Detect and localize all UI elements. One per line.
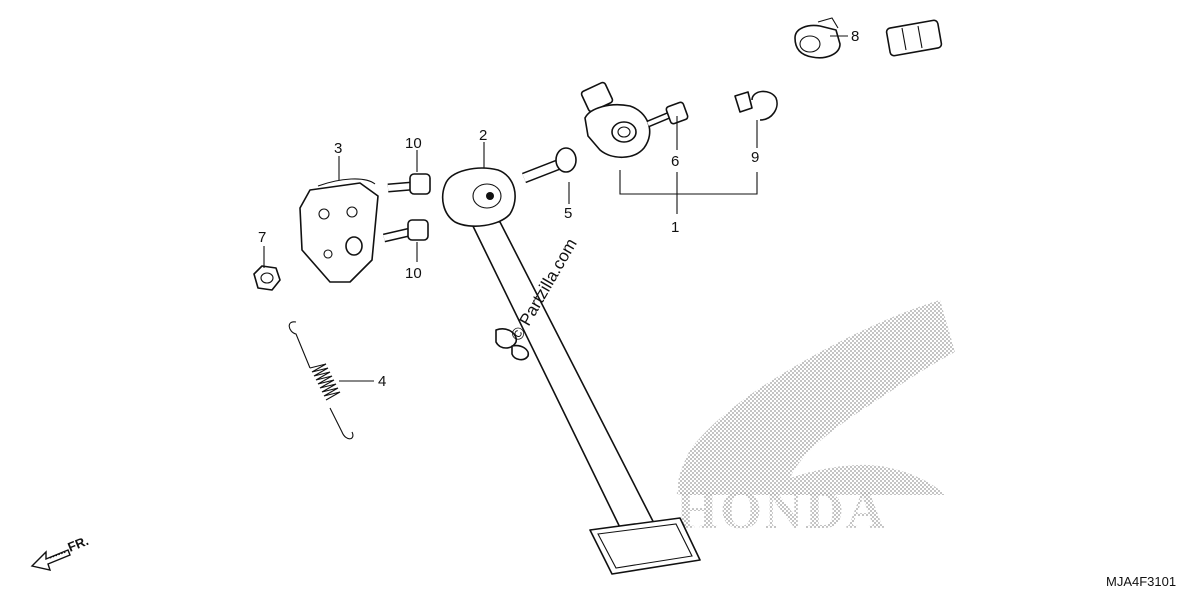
switch-wire-harness xyxy=(537,19,943,98)
honda-brand-text: HONDA xyxy=(676,480,887,540)
callout-5: 5 xyxy=(564,205,572,222)
callout-1: 1 xyxy=(671,219,679,236)
flange-nut xyxy=(253,265,281,291)
callout-7: 7 xyxy=(258,229,266,246)
stand-spring xyxy=(288,321,354,440)
side-stand xyxy=(441,167,701,575)
front-direction-arrow-icon: FR. xyxy=(30,533,91,571)
harness-clamp xyxy=(794,17,841,59)
callout-3: 3 xyxy=(334,140,342,157)
drawing-code: MJA4F3101 xyxy=(1106,574,1176,589)
stand-bracket xyxy=(299,178,379,283)
callout-9: 9 xyxy=(751,149,759,166)
side-stand-switch xyxy=(580,81,651,159)
callout-10-lower: 10 xyxy=(405,265,422,282)
callout-labels: 1 2 3 4 5 6 7 8 9 10 10 xyxy=(258,28,859,390)
pivot-bolt xyxy=(522,147,577,184)
wire-clip xyxy=(734,90,778,121)
callout-6: 6 xyxy=(671,153,679,170)
callout-8: 8 xyxy=(851,28,859,45)
callout-4: 4 xyxy=(378,373,386,390)
callout-10-upper: 10 xyxy=(405,135,422,152)
callout-2: 2 xyxy=(479,127,487,144)
bracket-bolt-lower xyxy=(382,219,429,243)
honda-wing-logo-icon: HONDA xyxy=(676,300,955,540)
bracket-bolt-upper xyxy=(387,173,431,195)
front-label: FR. xyxy=(66,533,91,555)
switch-bolt xyxy=(646,101,689,128)
leader-lines xyxy=(263,35,848,382)
